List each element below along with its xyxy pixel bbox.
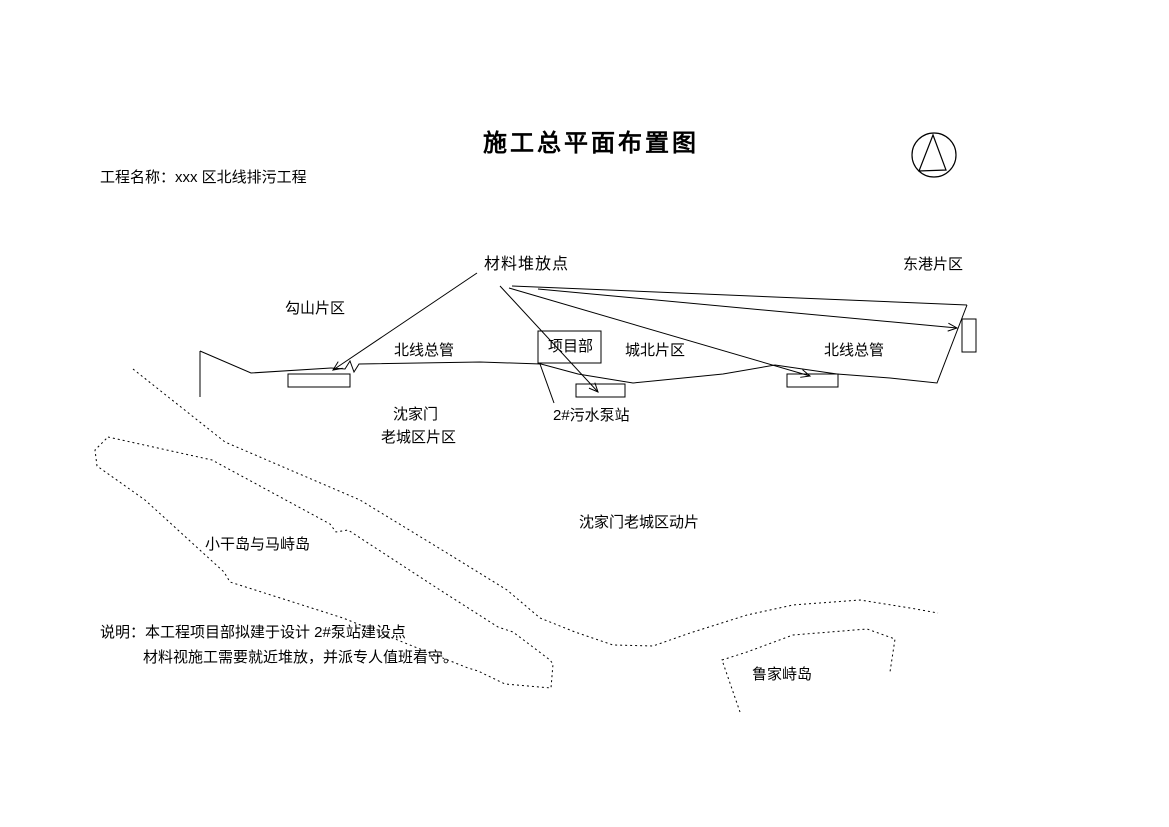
label-donggang-area: 东港片区: [903, 256, 964, 273]
label-north-main-west: 北线总管: [394, 342, 455, 359]
north-boundary-line: [511, 285, 968, 306]
island-lujiazhi-outline: [721, 628, 896, 713]
island-xiaogan-outline: [94, 436, 554, 689]
stockpile-rect-west: [287, 373, 351, 388]
leader-project-dept: [539, 363, 555, 404]
leader-arrow-mid-stockpile: [508, 287, 812, 378]
coastline-dashed: [132, 368, 939, 647]
north-arrow-icon: [911, 132, 957, 178]
notes-line2: 材料视施工需要就近堆放，并派专人值班看守。: [143, 649, 459, 666]
label-pump-station: 2#污水泵站: [553, 407, 630, 424]
label-xiaogan-island: 小干岛与马峙岛: [205, 536, 311, 553]
label-material-point: 材料堆放点: [484, 256, 570, 273]
leader-arrow-east-stockpile: [537, 288, 959, 332]
label-north-main-east: 北线总管: [824, 342, 885, 359]
label-shenjiamen-line2: 老城区片区: [381, 429, 457, 446]
leader-arrow-pump-stockpile: [499, 285, 599, 393]
pipeline-polyline: [330, 304, 968, 384]
leader-arrow-left-stockpile: [331, 272, 478, 371]
page-title: 施工总平面布置图: [483, 131, 699, 157]
stockpile-rect-mid: [786, 373, 839, 388]
notes-line1: 说明：本工程项目部拟建于设计 2#泵站建设点: [100, 624, 406, 641]
project-dept-box: [537, 330, 602, 364]
label-shenjiamen-line1: 沈家门: [393, 406, 439, 423]
label-goushan-area: 勾山片区: [285, 300, 346, 317]
label-project-dept: 项目部: [548, 338, 594, 355]
project-name-label: 工程名称：xxx 区北线排污工程: [100, 169, 307, 186]
pump-station-rect: [575, 383, 626, 398]
label-old-town-area: 沈家门老城区动片: [579, 514, 700, 531]
label-chengbei-area: 城北片区: [625, 342, 686, 359]
stockpile-rect-east: [961, 318, 977, 353]
shore-slope-line: [199, 350, 332, 374]
label-lujiazhi-island: 鲁家峙岛: [752, 666, 813, 683]
